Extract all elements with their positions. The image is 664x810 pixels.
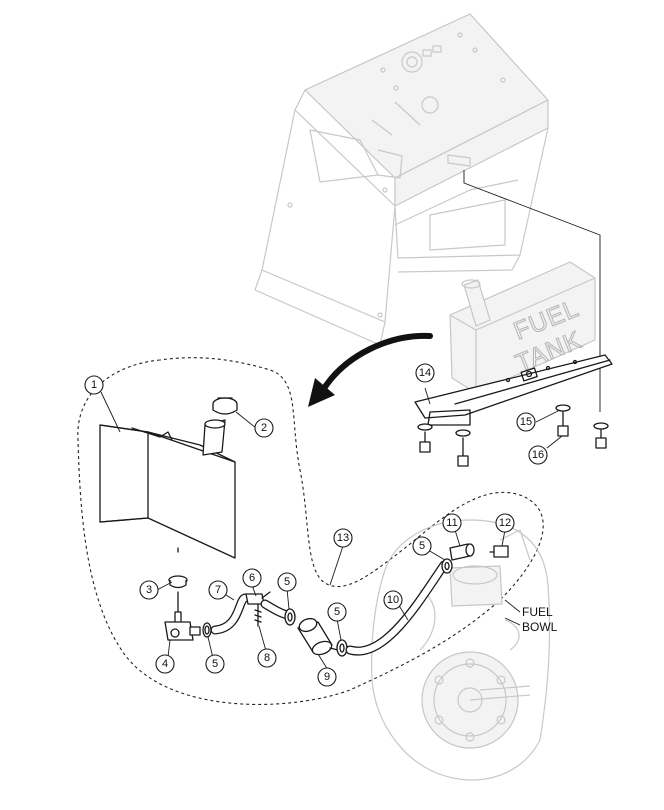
svg-text:2: 2 bbox=[261, 422, 267, 434]
svg-text:4: 4 bbox=[162, 658, 168, 670]
svg-text:3: 3 bbox=[146, 584, 152, 596]
svg-text:7: 7 bbox=[215, 584, 221, 596]
callout-6: 6 bbox=[242, 568, 262, 588]
console-frame bbox=[254, 13, 549, 346]
hose-clamp-3 bbox=[336, 639, 348, 657]
callout-14: 14 bbox=[415, 363, 435, 383]
inlet-fitting bbox=[449, 543, 475, 561]
callout-5c: 5 bbox=[327, 602, 347, 622]
svg-text:8: 8 bbox=[264, 652, 270, 664]
svg-text:10: 10 bbox=[387, 594, 399, 606]
callout-5b: 5 bbox=[277, 572, 297, 592]
svg-text:6: 6 bbox=[249, 572, 255, 584]
direction-arrow bbox=[308, 332, 433, 407]
svg-text:5: 5 bbox=[419, 540, 425, 552]
callout-5: 5 bbox=[205, 654, 225, 674]
fuel-hose-short bbox=[210, 593, 250, 635]
svg-text:11: 11 bbox=[446, 517, 457, 529]
callout-3: 3 bbox=[139, 580, 159, 600]
console-leader bbox=[463, 170, 601, 412]
svg-text:15: 15 bbox=[520, 416, 532, 428]
leader-lines bbox=[100, 387, 563, 671]
callout-10: 10 bbox=[383, 590, 403, 610]
callout-1: 1 bbox=[84, 375, 104, 395]
svg-text:9: 9 bbox=[324, 671, 330, 683]
fuel-bowl-label-line2: BOWL bbox=[522, 620, 558, 634]
svg-text:5: 5 bbox=[284, 576, 290, 588]
callout-11: 11 bbox=[442, 513, 462, 533]
fuel-hose-long bbox=[345, 560, 449, 656]
callout-9: 9 bbox=[317, 667, 337, 687]
fuel-hose-mid bbox=[260, 599, 293, 620]
mounting-bracket bbox=[414, 354, 613, 426]
engine-ghost bbox=[370, 519, 551, 781]
bracket-hardware bbox=[417, 404, 609, 467]
svg-text:12: 12 bbox=[499, 517, 511, 529]
fuel-bowl-label-line1: FUEL bbox=[522, 605, 553, 619]
fuel-cap bbox=[212, 397, 238, 415]
callout-13: 13 bbox=[333, 528, 353, 548]
svg-text:5: 5 bbox=[334, 606, 340, 618]
shutoff-valve bbox=[164, 591, 201, 641]
svg-text:16: 16 bbox=[532, 449, 544, 461]
hose-clamp-4 bbox=[441, 558, 453, 574]
callout-2: 2 bbox=[254, 418, 274, 438]
fuel-filter bbox=[297, 617, 339, 656]
svg-text:1: 1 bbox=[91, 379, 97, 391]
svg-text:14: 14 bbox=[419, 367, 431, 379]
callout-7: 7 bbox=[208, 580, 228, 600]
fuel-tank bbox=[99, 419, 236, 559]
svg-text:5: 5 bbox=[212, 658, 218, 670]
callout-4: 4 bbox=[155, 654, 175, 674]
hose-clamp-2 bbox=[284, 608, 296, 626]
callout-8: 8 bbox=[257, 648, 277, 668]
callout-15: 15 bbox=[516, 412, 536, 432]
hose-clamp-1 bbox=[202, 622, 212, 638]
callout-12: 12 bbox=[495, 513, 515, 533]
callout-16: 16 bbox=[528, 445, 548, 465]
fuel-bowl-elbow bbox=[489, 545, 509, 558]
grommet bbox=[168, 547, 188, 589]
svg-text:13: 13 bbox=[337, 532, 349, 544]
clip-screw bbox=[254, 603, 262, 627]
callout-5d: 5 bbox=[412, 536, 432, 556]
